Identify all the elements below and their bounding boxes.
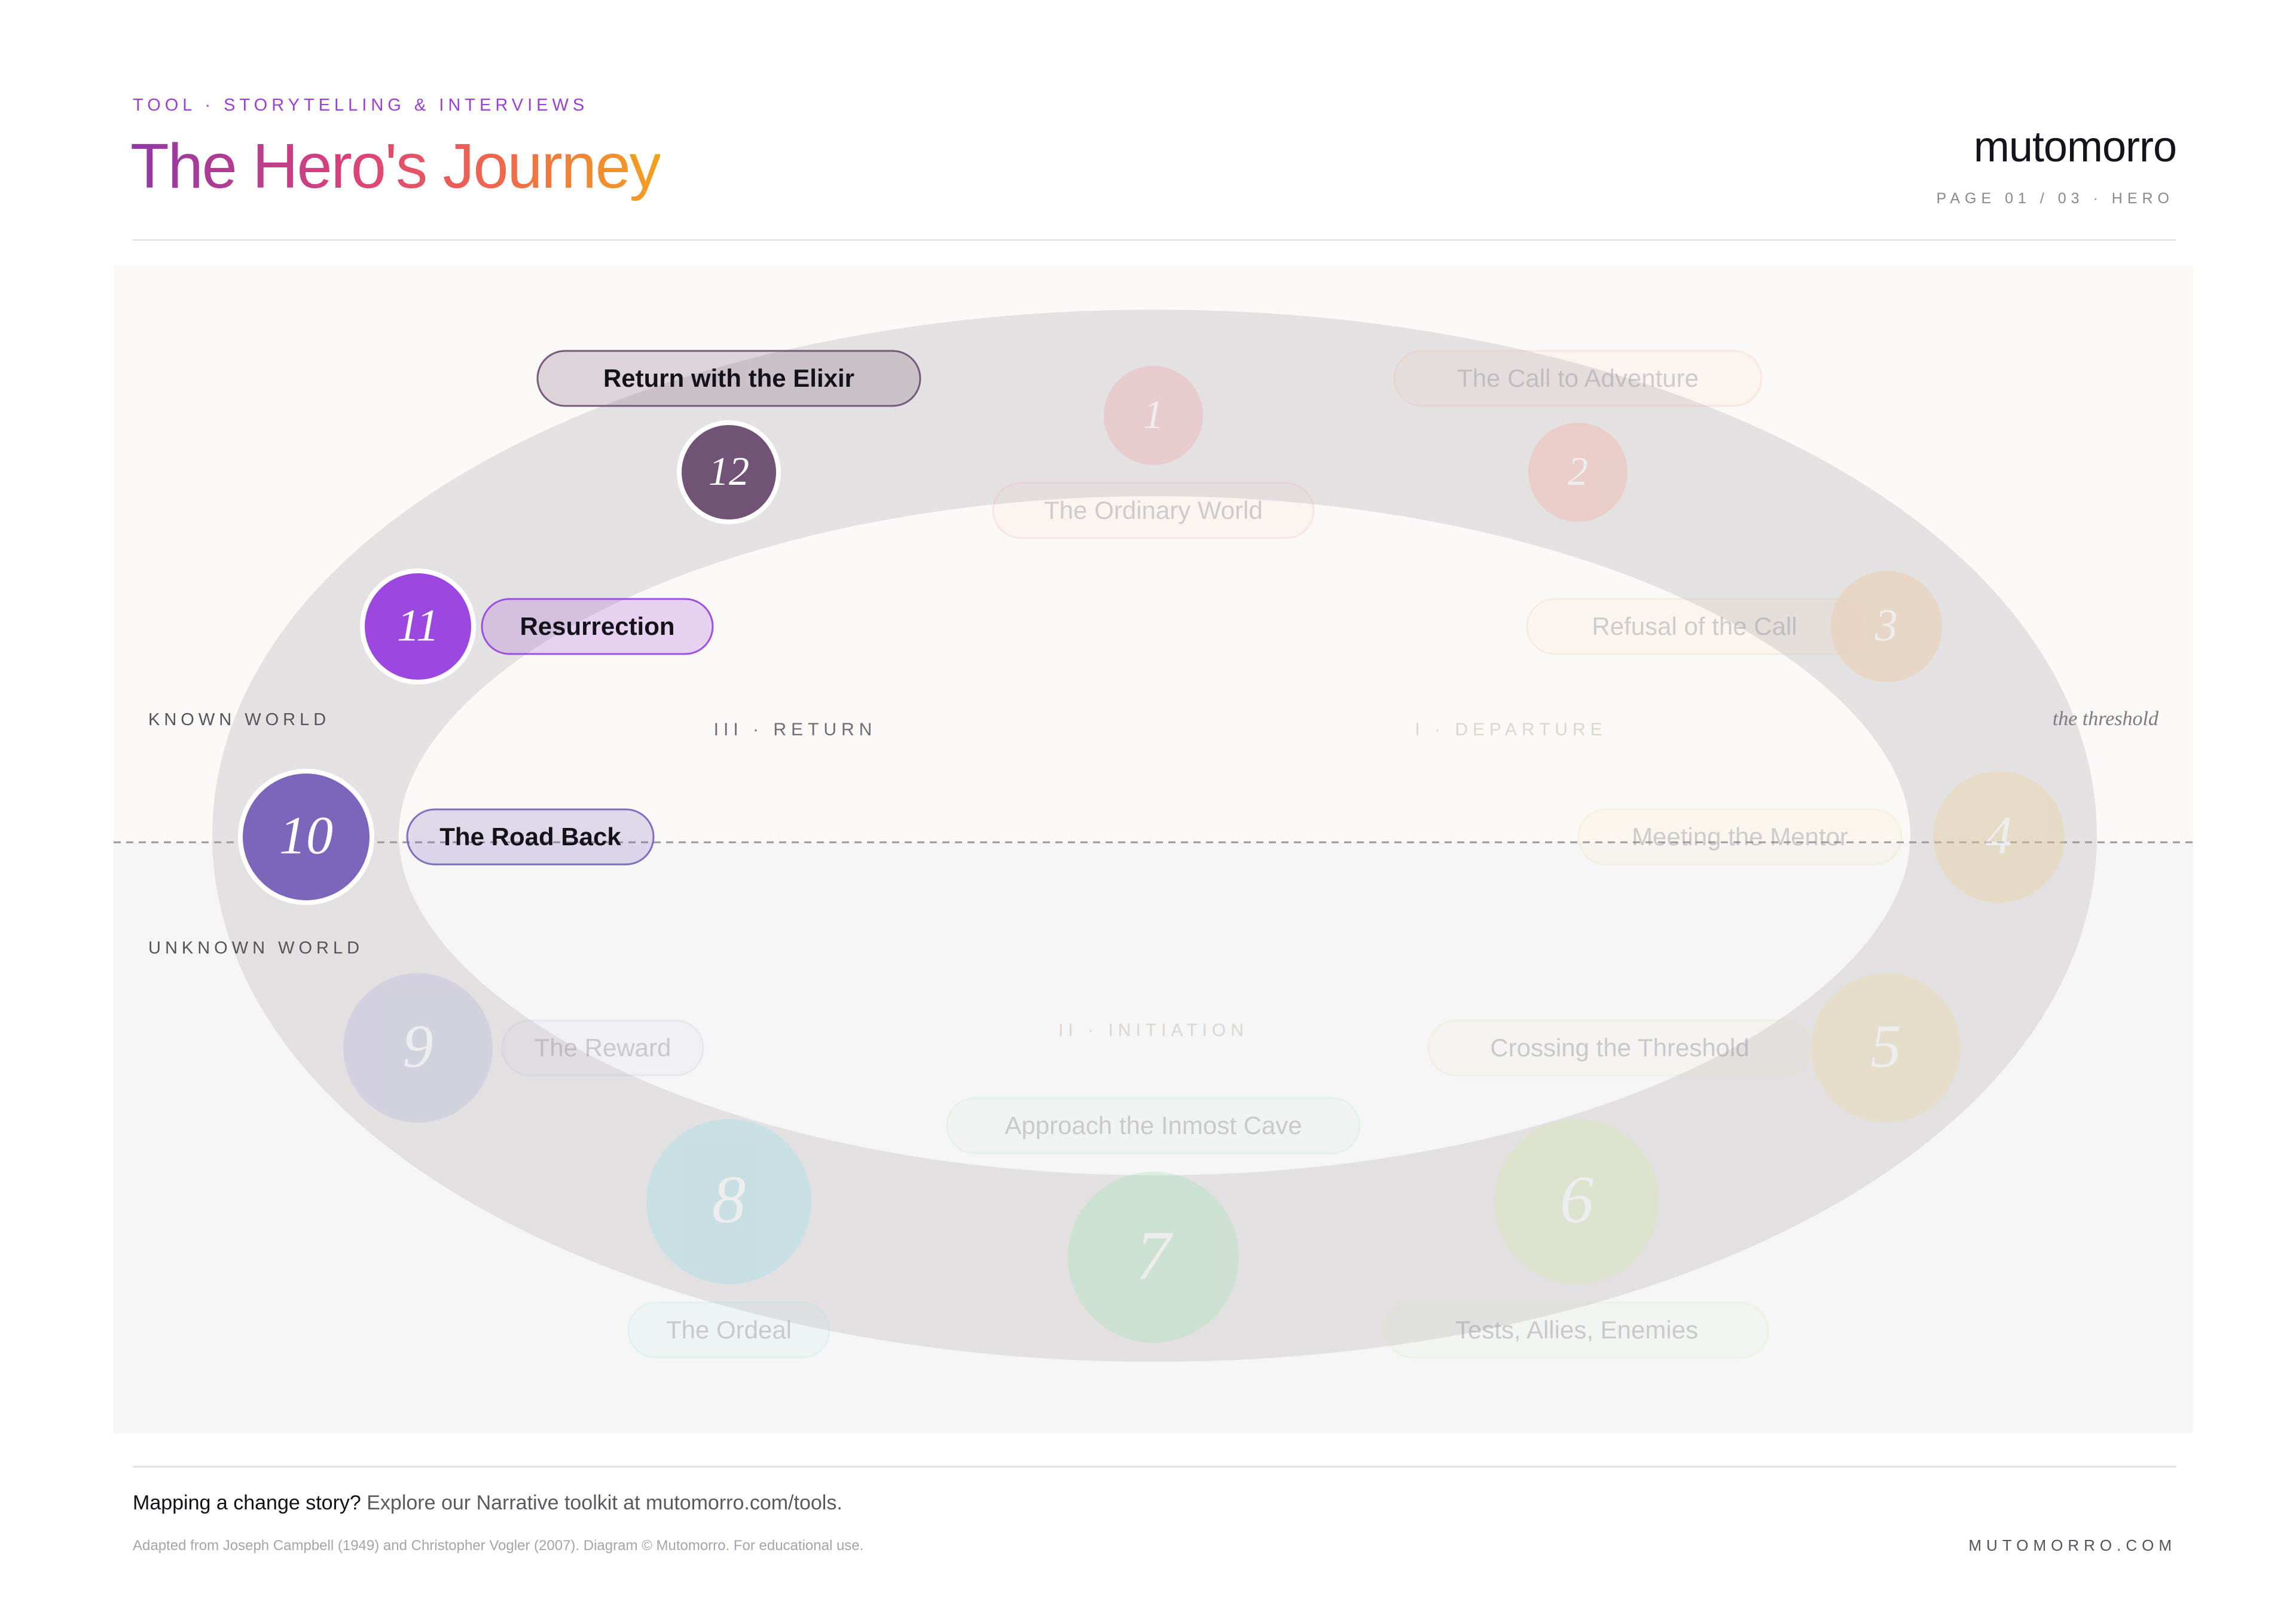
act-label-return: III · RETURN <box>714 720 877 739</box>
stage-1-label-pill[interactable] <box>992 482 1315 539</box>
stage-2-number: 2 <box>1568 448 1588 494</box>
stage-2[interactable]: 2 The Call to Adventure <box>1393 350 1763 522</box>
stage-8-number: 8 <box>712 1163 746 1237</box>
stage-7-label-pill[interactable] <box>946 1097 1361 1154</box>
stage-9-number: 9 <box>402 1012 433 1080</box>
stage-9-label: The Reward <box>535 1034 671 1062</box>
stage-8-marker[interactable] <box>646 1119 811 1284</box>
stage-12-marker[interactable] <box>677 420 781 524</box>
stage-4-marker[interactable] <box>1933 771 2065 903</box>
stage-8-label: The Ordeal <box>666 1316 792 1344</box>
stage-2-label-pill[interactable] <box>1393 350 1763 407</box>
stage-10-marker[interactable] <box>238 769 374 905</box>
footer-toolkit-link[interactable]: Explore our Narrative toolkit at mutomor… <box>361 1491 842 1514</box>
stage-1-marker[interactable] <box>1104 366 1203 465</box>
stage-6-marker[interactable] <box>1494 1119 1659 1284</box>
stage-5-label: Crossing the Threshold <box>1490 1034 1749 1062</box>
threshold-label: the threshold <box>2053 708 2159 730</box>
stage-6-label-pill[interactable] <box>1384 1301 1769 1359</box>
stage-11[interactable]: 11 Resurrection <box>360 568 714 684</box>
stage-2-marker[interactable] <box>1528 423 1628 522</box>
stage-12-label: Return with the Elixir <box>603 364 854 392</box>
stage-7-marker[interactable] <box>1068 1172 1239 1343</box>
act-label-departure: I · DEPARTURE <box>1415 720 1607 739</box>
footer-cta-strong: Mapping a change story? <box>133 1491 361 1514</box>
stage-11-label-pill[interactable] <box>481 598 714 655</box>
tool-category-eyebrow: TOOL · STORYTELLING & INTERVIEWS <box>133 96 589 115</box>
footer-site-link[interactable]: MUTOMORRO.COM <box>1968 1536 2176 1554</box>
stage-2-label: The Call to Adventure <box>1457 364 1699 392</box>
stage-5[interactable]: 5 Crossing the Threshold <box>1427 973 1961 1123</box>
stage-11-marker[interactable] <box>360 568 476 684</box>
stage-10-label-pill[interactable] <box>406 808 655 866</box>
stage-5-number: 5 <box>1870 1012 1901 1080</box>
stage-12[interactable]: 12 Return with the Elixir <box>536 350 921 524</box>
stage-7-number: 7 <box>1136 1217 1174 1294</box>
stage-9-marker[interactable] <box>343 973 493 1123</box>
footer-divider <box>133 1466 2176 1468</box>
stage-6-number: 6 <box>1560 1163 1594 1237</box>
footer-credit: Adapted from Joseph Campbell (1949) and … <box>133 1538 864 1554</box>
act-label-initiation: II · INITIATION <box>1058 1020 1248 1040</box>
stage-3-marker[interactable] <box>1831 571 1942 682</box>
stage-1-number: 1 <box>1143 392 1164 437</box>
heros-journey-diagram: KNOWN WORLD UNKNOWN WORLD the threshold … <box>114 265 2193 1434</box>
stage-7[interactable]: 7 Approach the Inmost Cave <box>946 1097 1361 1343</box>
stage-4-label-pill[interactable] <box>1577 808 1903 866</box>
stage-3-number: 3 <box>1874 600 1898 650</box>
header-divider <box>133 239 2176 241</box>
stage-3-label: Refusal of the Call <box>1592 612 1797 640</box>
stage-4-label: Meeting the Mentor <box>1632 823 1848 851</box>
stage-12-label-pill[interactable] <box>536 350 921 407</box>
stage-12-number: 12 <box>709 448 749 494</box>
stage-10-label: The Road Back <box>439 823 621 851</box>
stage-4-number: 4 <box>1986 806 2013 866</box>
stage-7-label: Approach the Inmost Cave <box>1004 1111 1302 1139</box>
stage-11-label: Resurrection <box>520 612 674 640</box>
stage-9-label-pill[interactable] <box>501 1019 704 1077</box>
stage-5-marker[interactable] <box>1811 973 1961 1123</box>
stage-5-label-pill[interactable] <box>1427 1019 1812 1077</box>
zone-label-known-world: KNOWN WORLD <box>148 710 330 729</box>
zone-label-unknown-world: UNKNOWN WORLD <box>148 939 364 958</box>
stage-10-number: 10 <box>279 806 333 866</box>
stage-4[interactable]: 4 Meeting the Mentor <box>1577 771 2065 903</box>
stage-3[interactable]: 3 Refusal of the Call <box>1526 571 1942 682</box>
stage-1-label: The Ordinary World <box>1044 496 1263 524</box>
stage-8-label-pill[interactable] <box>627 1301 831 1359</box>
stage-11-number: 11 <box>397 600 439 650</box>
stage-10[interactable]: 10 The Road Back <box>238 769 655 905</box>
page-title: The Hero's Journey <box>130 129 661 204</box>
footer-call-to-action: Mapping a change story? Explore our Narr… <box>133 1491 842 1515</box>
brand-logo: mutomorro <box>1973 123 2177 171</box>
stage-9[interactable]: 9 The Reward <box>343 973 704 1123</box>
stage-6-label: Tests, Allies, Enemies <box>1455 1316 1698 1344</box>
stage-3-label-pill[interactable] <box>1526 598 1863 655</box>
page-indicator: PAGE 01 / 03 · HERO <box>1936 190 2174 207</box>
